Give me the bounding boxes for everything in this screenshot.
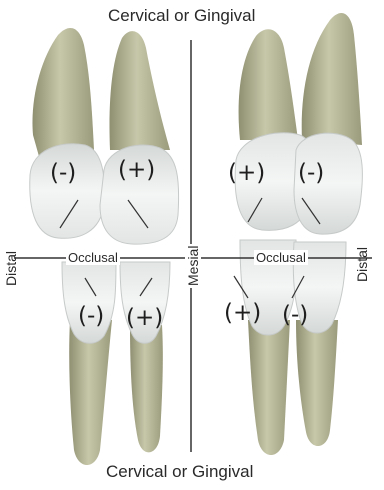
- sign-lower-right-mesial: (+): [224, 300, 261, 326]
- upper-right-distal-root: [302, 13, 362, 145]
- bottom-label: Cervical or Gingival: [106, 462, 253, 482]
- sign-lower-left-distal: (-): [78, 303, 104, 329]
- upper-left-distal-root: [32, 28, 94, 160]
- sign-upper-right-distal: (-): [298, 160, 324, 186]
- mesial-label: Mesial: [185, 244, 201, 288]
- distal-left-label: Distal: [3, 251, 19, 286]
- sign-upper-right-mesial: (+): [228, 160, 265, 186]
- occlusal-left-label: Occlusal: [66, 250, 120, 265]
- upper-left-teeth: [30, 28, 179, 244]
- upper-left-distal-crown: [30, 144, 105, 239]
- occlusal-right-label: Occlusal: [254, 250, 308, 265]
- lower-left-mesial-root: [130, 325, 163, 452]
- sign-upper-left-mesial: (+): [118, 157, 155, 183]
- sign-lower-right-distal: (-): [282, 302, 308, 328]
- distal-right-label: Distal: [354, 247, 370, 282]
- sign-upper-left-distal: (-): [50, 160, 76, 186]
- upper-right-teeth: [235, 13, 362, 234]
- lower-right-mesial-root: [248, 320, 290, 455]
- lower-right-distal-root: [296, 320, 338, 446]
- lower-left-mesial-crown: [120, 262, 170, 343]
- upper-right-mesial-root: [239, 29, 298, 140]
- sign-lower-left-mesial: (+): [126, 305, 163, 331]
- top-label: Cervical or Gingival: [108, 6, 255, 26]
- upper-left-mesial-root: [110, 31, 171, 150]
- lower-left-teeth: [62, 262, 170, 465]
- lower-right-teeth: [240, 240, 346, 455]
